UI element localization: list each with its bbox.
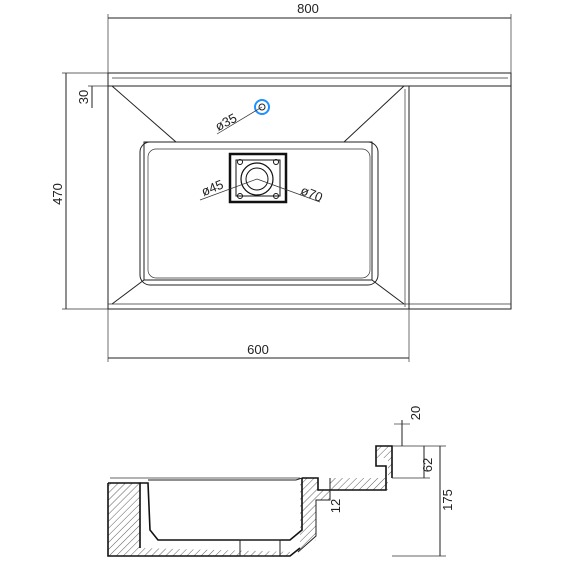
- basin-outline: [107, 72, 512, 310]
- bowl-outline: [139, 141, 379, 286]
- width-label: 800: [297, 1, 319, 16]
- edge-label: 30: [76, 90, 91, 104]
- tap-hole-label: ø35: [212, 110, 239, 134]
- section-view: [107, 420, 446, 557]
- tap-hole-icon: [254, 99, 270, 115]
- top-view: [62, 14, 512, 362]
- rise-label: 62: [420, 458, 435, 472]
- drain-label: ø45: [199, 177, 225, 199]
- bowl-width-label: 600: [247, 342, 269, 357]
- drain-outer-label: ø70: [298, 183, 324, 205]
- step-label: 20: [408, 406, 423, 420]
- drain-icon: [228, 152, 288, 204]
- section-height-label: 175: [440, 489, 455, 511]
- thickness-label: 12: [328, 499, 343, 513]
- height-label: 470: [50, 183, 65, 205]
